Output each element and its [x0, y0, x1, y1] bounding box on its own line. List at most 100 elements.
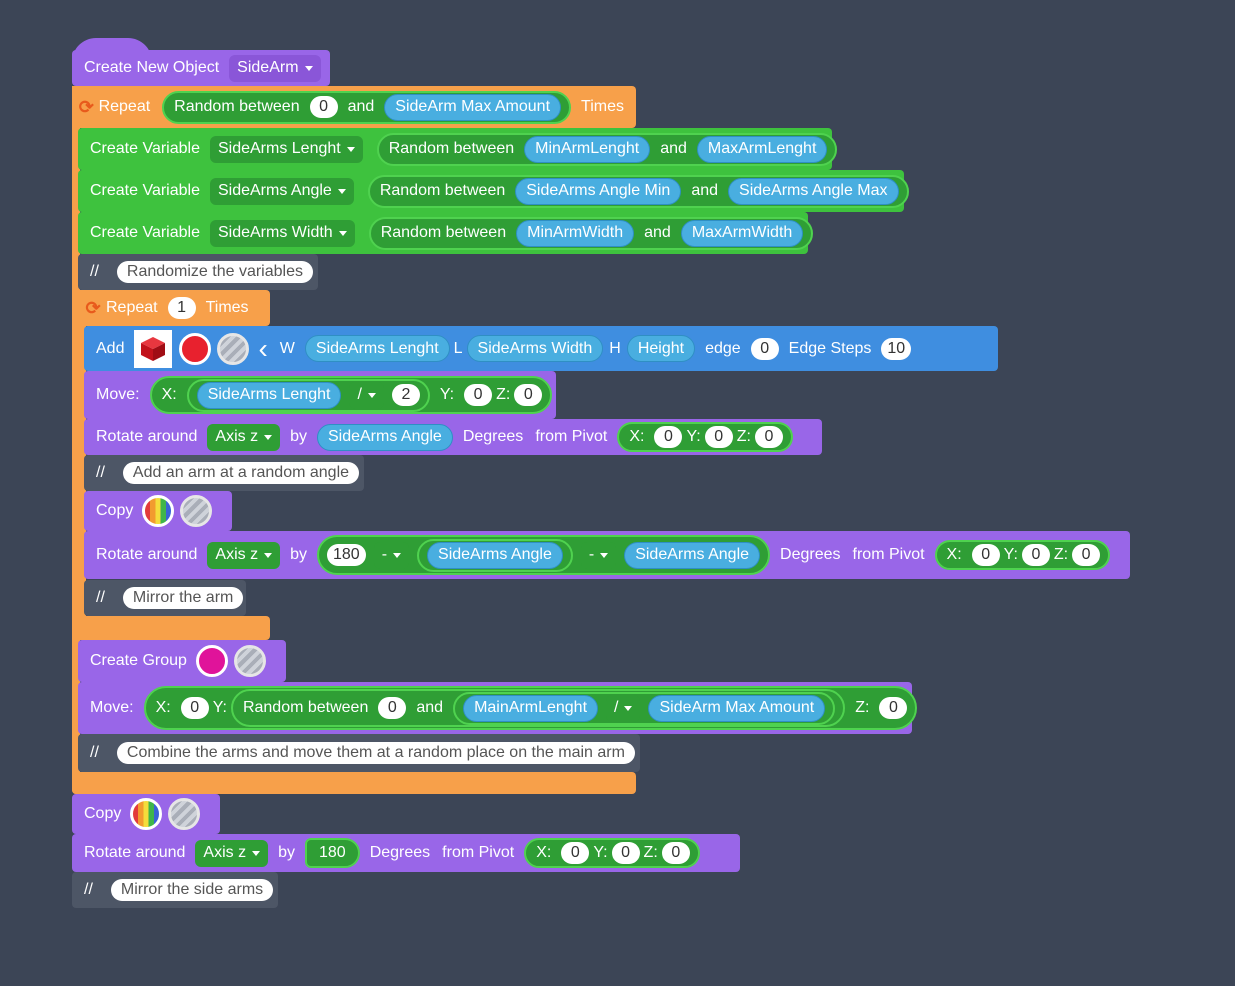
var-height[interactable]: Height [626, 335, 696, 362]
var-min[interactable]: SideArms Angle Min [515, 177, 682, 205]
x-value[interactable]: 0 [561, 842, 590, 864]
color-swatch[interactable] [195, 645, 228, 677]
hole-swatch[interactable] [168, 798, 201, 830]
xyz-pill[interactable]: X: SideArms Lenght / 2 Y: 0 Z: 0 [149, 376, 553, 414]
variable-name-dropdown[interactable]: SideArms Width [209, 219, 355, 247]
number-180[interactable]: 180 [326, 544, 366, 566]
comment-block[interactable]: // Add an arm at a random angle [84, 455, 364, 491]
y-value[interactable]: 0 [1021, 544, 1050, 566]
y-value[interactable]: 0 [611, 842, 640, 864]
rainbow-color-swatch[interactable] [142, 495, 175, 527]
hole-swatch[interactable] [217, 332, 250, 365]
random-between-pill[interactable]: Random between SideArms Angle Min and Si… [367, 174, 909, 208]
repeat1-min[interactable]: 0 [309, 96, 338, 118]
number-pill[interactable]: 180 [304, 838, 360, 868]
add-shape-block[interactable]: Add ‹ W SideArms Lenght L SideArms Width… [84, 326, 998, 371]
repeat2-count[interactable]: 1 [167, 297, 196, 319]
operator-dropdown[interactable]: / [606, 694, 641, 722]
move-block[interactable]: Move: X: SideArms Lenght / 2 Y: 0 Z: 0 [84, 371, 556, 419]
var-sidearm-max-amount[interactable]: SideArm Max Amount [648, 694, 826, 722]
divide-value[interactable]: 2 [391, 384, 420, 406]
comment-block[interactable]: // Combine the arms and move them at a r… [78, 734, 640, 772]
z-value[interactable]: 0 [879, 697, 908, 719]
divide-pill[interactable]: SideArms Lenght / 2 [186, 378, 430, 412]
var-sidearms-angle[interactable]: SideArms Angle [316, 423, 453, 451]
random-between-pill[interactable]: Random between MinArmWidth and MaxArmWid… [368, 216, 814, 250]
axis-dropdown[interactable]: Axis z [207, 541, 281, 569]
divide-pill[interactable]: MainArmLenght / SideArm Max Amount [453, 691, 836, 725]
var-width[interactable]: SideArms Lenght [304, 335, 450, 362]
var-mainarmlenght[interactable]: MainArmLenght [463, 694, 599, 722]
z-value[interactable]: 0 [661, 842, 690, 864]
x-value[interactable]: 0 [654, 426, 683, 448]
hole-swatch[interactable] [180, 495, 213, 527]
operator-dropdown[interactable]: - [580, 541, 617, 569]
z-value[interactable]: 0 [754, 426, 783, 448]
copy-block[interactable]: Copy [72, 794, 220, 834]
z-value[interactable]: 0 [1072, 544, 1101, 566]
rotate-block[interactable]: Rotate around Axis z by 180 Degrees from… [72, 834, 740, 872]
repeat1-block[interactable]: ⟳ Repeat Random between 0 and SideArm Ma… [72, 86, 636, 128]
xyz-pill[interactable]: X: 0 Y: Random between 0 and MainArmLeng… [143, 686, 918, 730]
comment-text[interactable]: Combine the arms and move them at a rand… [116, 742, 635, 764]
var-sidearms-lenght[interactable]: SideArms Lenght [196, 381, 342, 409]
var-length[interactable]: SideArms Width [466, 335, 604, 362]
pivot-pill[interactable]: X: 0 Y: 0 Z: 0 [524, 838, 700, 868]
var-sidearm-max-amount[interactable]: SideArm Max Amount [384, 93, 562, 121]
create-variable-block[interactable]: Create Variable SideArms Angle Random be… [78, 170, 909, 212]
var-max[interactable]: MaxArmLenght [696, 135, 828, 163]
comment-text[interactable]: Add an arm at a random angle [122, 462, 360, 484]
create-group-block[interactable]: Create Group [78, 640, 286, 682]
copy-block[interactable]: Copy [84, 491, 232, 531]
variable-name-dropdown[interactable]: SideArms Lenght [209, 135, 363, 163]
cube-icon[interactable] [134, 329, 173, 368]
comment-text[interactable]: Mirror the arm [122, 587, 244, 609]
var-sidearms-angle[interactable]: SideArms Angle [624, 541, 761, 569]
axis-dropdown[interactable]: Axis z [195, 839, 269, 867]
chevron-left-icon[interactable]: ‹ [258, 332, 268, 364]
random-between-pill[interactable]: Random between MinArmLenght and MaxArmLe… [376, 132, 838, 166]
pivot-pill[interactable]: X: 0 Y: 0 Z: 0 [934, 540, 1111, 570]
math-pill[interactable]: 180 - SideArms Angle - SideArms Angle [316, 535, 771, 575]
comment-text[interactable]: Randomize the variables [116, 261, 313, 283]
random-between-pill[interactable]: Random between 0 and MainArmLenght / Sid… [230, 689, 846, 727]
number-180[interactable]: 180 [318, 844, 346, 861]
pivot-pill[interactable]: X: 0 Y: 0 Z: 0 [617, 422, 793, 452]
y-value[interactable]: 0 [704, 426, 733, 448]
rainbow-color-swatch[interactable] [130, 798, 163, 830]
comment-block[interactable]: // Mirror the side arms [72, 872, 278, 908]
comment-block[interactable]: // Mirror the arm [84, 580, 246, 616]
operator-dropdown[interactable]: - [373, 541, 410, 569]
z-value[interactable]: 0 [514, 384, 543, 406]
comment-block[interactable]: // Randomize the variables [78, 254, 318, 290]
var-min[interactable]: MinArmLenght [524, 135, 651, 163]
create-variable-label: Create Variable [90, 182, 200, 199]
edge-value[interactable]: 0 [750, 337, 779, 360]
create-variable-block[interactable]: Create Variable SideArms Lenght Random b… [78, 128, 838, 170]
pivot-label: from Pivot [852, 546, 925, 563]
comment-text[interactable]: Mirror the side arms [110, 879, 274, 901]
rotate-block[interactable]: Rotate around Axis z by 180 - SideArms A… [84, 531, 1130, 579]
create-variable-block[interactable]: Create Variable SideArms Width Random be… [78, 212, 814, 254]
var-max[interactable]: SideArms Angle Max [728, 177, 899, 205]
repeat2-block[interactable]: ⟳ Repeat 1 Times [78, 290, 270, 326]
edge-steps-value[interactable]: 10 [881, 337, 912, 360]
var-min[interactable]: MinArmWidth [516, 219, 635, 247]
x-value[interactable]: 0 [180, 697, 209, 719]
random-between-pill[interactable]: Random between 0 and SideArm Max Amount [162, 90, 572, 124]
axis-dropdown[interactable]: Axis z [207, 423, 281, 451]
create-object-block[interactable]: Create New Object SideArm [72, 50, 330, 86]
x-value[interactable]: 0 [971, 544, 1000, 566]
subtract-pill[interactable]: SideArms Angle [417, 538, 573, 572]
y-value[interactable]: 0 [464, 384, 493, 406]
color-swatch[interactable] [179, 332, 212, 365]
random-min[interactable]: 0 [378, 697, 407, 719]
hole-swatch[interactable] [233, 645, 266, 677]
operator-dropdown[interactable]: / [349, 381, 384, 409]
var-sidearms-angle[interactable]: SideArms Angle [427, 541, 563, 569]
var-max[interactable]: MaxArmWidth [680, 219, 804, 247]
move-block[interactable]: Move: X: 0 Y: Random between 0 and MainA… [78, 682, 918, 734]
rotate-block[interactable]: Rotate around Axis z by SideArms Angle D… [84, 419, 822, 455]
object-dropdown[interactable]: SideArm [229, 54, 321, 82]
variable-name-dropdown[interactable]: SideArms Angle [209, 177, 354, 205]
